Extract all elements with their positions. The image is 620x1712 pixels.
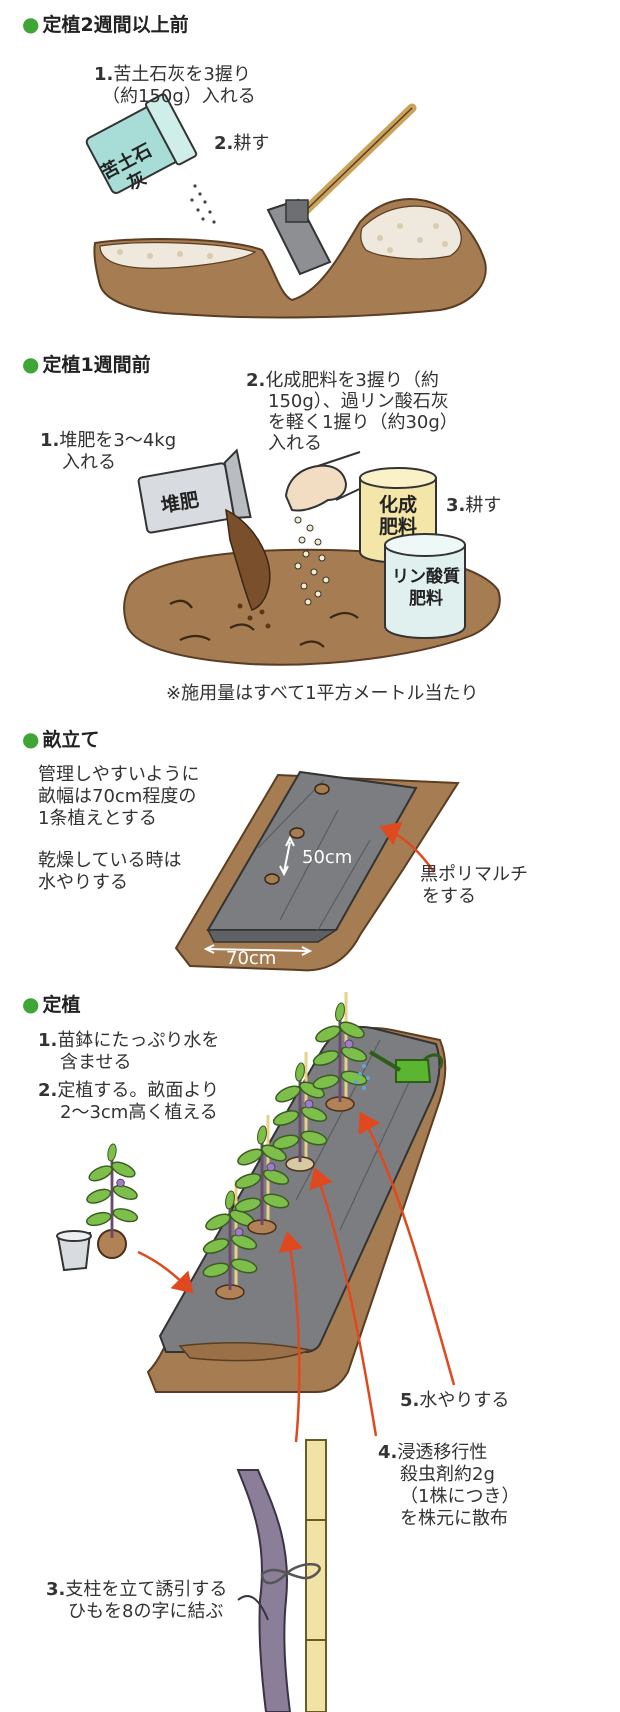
section2-scene xyxy=(123,448,501,666)
fertilizer-grains xyxy=(294,516,330,606)
planted-seedlings xyxy=(202,992,369,1300)
hoe-tool xyxy=(266,103,417,276)
section2-heading: ●定植1週間前 xyxy=(22,352,151,376)
bullet-dot-icon: ● xyxy=(22,12,40,36)
stake-closeup xyxy=(236,1439,327,1712)
section4-scene xyxy=(56,992,456,1712)
seedling-with-pot xyxy=(56,1143,139,1272)
section1-scene xyxy=(85,93,487,319)
bullet-dot-icon: ● xyxy=(22,727,40,751)
section2-note: ※施用量はすべて1平方メートル当たり xyxy=(166,683,479,704)
spacing-dimension-line xyxy=(283,841,291,873)
section4-step5: 5.水やりする xyxy=(400,1390,510,1411)
section3-text2: 乾燥している時は 水やりする xyxy=(38,850,182,893)
compost-bag xyxy=(137,448,252,534)
mulch-arrow xyxy=(379,821,436,873)
section3-mulch-text: 黒ポリマルチ をする xyxy=(420,864,528,907)
width-dimension-label: 70cm xyxy=(226,948,277,969)
bullet-dot-icon: ● xyxy=(22,992,40,1016)
compost-pour xyxy=(225,508,271,611)
hand xyxy=(284,451,367,512)
chemical-fertilizer-label: 化成 肥料 xyxy=(378,494,417,538)
phosphate-fertilizer-label: リン酸質 肥料 xyxy=(392,567,460,609)
planting-holes xyxy=(264,783,330,885)
arrow-step4 xyxy=(309,1167,378,1437)
arrow-to-plant xyxy=(137,1250,194,1294)
section1-heading: ●定植2週間以上前 xyxy=(22,12,189,36)
bullet-dot-icon: ● xyxy=(22,352,40,376)
width-dimension-line xyxy=(205,948,311,952)
lime-bag xyxy=(85,93,198,194)
section2-step3: 3.耕す xyxy=(446,495,502,516)
section4-step4: 4.浸透移行性 殺虫剤約2g （1株につき） を株元に散布 xyxy=(378,1442,520,1529)
section1-step1: 1.苦土石灰を3握り （約150g）入れる xyxy=(94,64,256,107)
section3-heading: ●畝立て xyxy=(22,727,100,751)
phosphate-fertilizer-can xyxy=(384,533,466,639)
water-drops xyxy=(354,1064,370,1090)
section4-step2: 2.定植する。畝面より 2〜3cm高く植える xyxy=(38,1080,220,1123)
section2-step2: 2.化成肥料を3握り（約 150g）、過リン酸石灰 を軽く1握り（約30g） 入… xyxy=(246,370,458,454)
section1-step2: 2.耕す xyxy=(214,133,270,154)
arrow-step5 xyxy=(358,1111,456,1386)
lime-powder xyxy=(190,184,216,224)
spacing-dimension-label: 50cm xyxy=(302,847,353,868)
arrow-step3 xyxy=(278,1231,304,1443)
section3-scene xyxy=(174,770,460,972)
watering-can xyxy=(368,1050,443,1083)
section2-step1: 1.堆肥を3〜4kg 入れる xyxy=(40,430,177,473)
section3-text1: 管理しやすいように 畝幅は70cm程度の 1条植えとする xyxy=(38,764,200,829)
section4-heading: ●定植 xyxy=(22,992,81,1016)
section4-step1: 1.苗鉢にたっぷり水を 含ませる xyxy=(38,1030,220,1073)
section4-step3: 3.支柱を立て誘引する ひもを8の字に結ぶ xyxy=(46,1579,228,1622)
